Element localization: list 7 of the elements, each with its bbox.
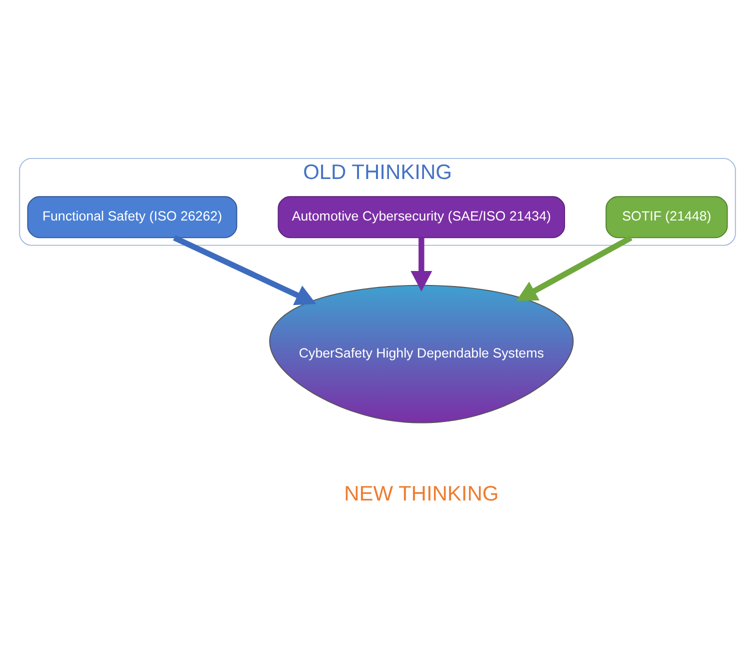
arrow: [516, 235, 632, 301]
node-box: Automotive Cybersecurity (SAE/ISO 21434): [278, 196, 566, 238]
node-box: SOTIF (21448): [606, 196, 728, 238]
arrow: [173, 235, 316, 306]
node-label: NEW THINKING: [344, 482, 499, 506]
arrow: [410, 238, 432, 292]
node-box: Functional Safety (ISO 26262): [27, 196, 238, 238]
